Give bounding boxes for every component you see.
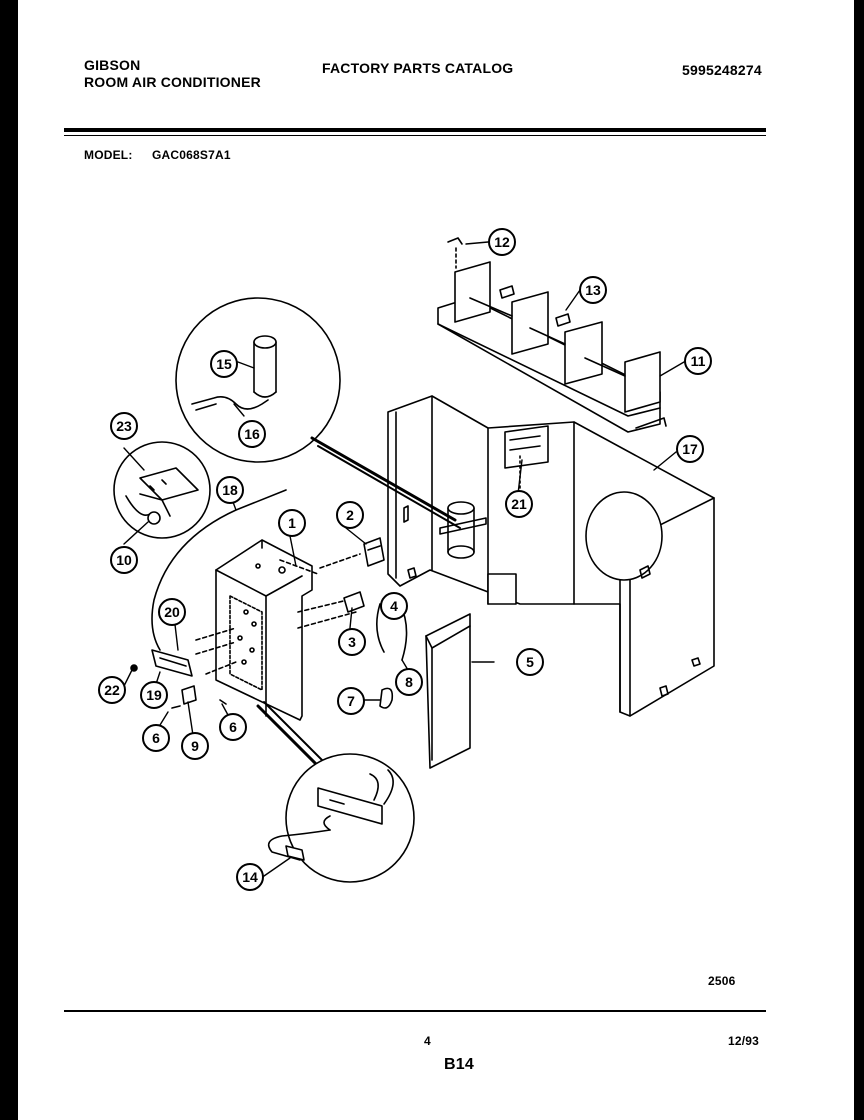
callout-12: 12 <box>488 228 516 256</box>
callout-9: 9 <box>181 732 209 760</box>
leader-line <box>310 436 457 522</box>
control-box <box>195 539 361 721</box>
cabinet-shroud <box>387 395 715 717</box>
callout-13: 13 <box>579 276 607 304</box>
screw-6 <box>171 705 181 709</box>
catalog-title: FACTORY PARTS CATALOG <box>322 60 514 76</box>
revision-date: 12/93 <box>728 1034 760 1048</box>
svg-text:4: 4 <box>390 598 398 614</box>
capacitor-clamp-detail <box>191 335 277 411</box>
svg-text:19: 19 <box>146 687 162 703</box>
figure-code: 2506 <box>708 974 736 988</box>
access-panel <box>425 613 471 769</box>
callout-6-right: 6 <box>219 713 247 741</box>
model-number: GAC068S7A1 <box>152 148 231 162</box>
callout-17: 17 <box>676 435 704 463</box>
wire-harness <box>151 489 287 651</box>
detail-circle-lower <box>285 753 415 883</box>
callout-18: 18 <box>216 476 244 504</box>
svg-text:5: 5 <box>526 654 534 670</box>
callout-21: 21 <box>505 490 533 518</box>
capacitor <box>439 501 517 605</box>
catalog-part-number: 5995248274 <box>682 62 762 78</box>
callout-3: 3 <box>338 628 366 656</box>
callout-19: 19 <box>140 681 168 709</box>
svg-text:10: 10 <box>116 552 132 568</box>
partition-bracket-assembly <box>437 237 667 433</box>
callout-23: 23 <box>110 412 138 440</box>
svg-text:17: 17 <box>682 441 698 457</box>
callout-20: 20 <box>158 598 186 626</box>
relay <box>343 591 365 613</box>
callout-15: 15 <box>210 350 238 378</box>
model-label: MODEL: <box>84 148 133 162</box>
plug-connector <box>379 687 394 709</box>
svg-text:7: 7 <box>347 693 355 709</box>
callout-22: 22 <box>98 676 126 704</box>
callout-11: 11 <box>684 347 712 375</box>
detail-circle-upper <box>175 297 341 463</box>
callout-2: 2 <box>336 501 364 529</box>
svg-text:21: 21 <box>511 496 527 512</box>
svg-text:3: 3 <box>348 634 356 650</box>
svg-text:11: 11 <box>691 353 706 369</box>
callout-1: 1 <box>278 509 306 537</box>
callout-7: 7 <box>337 687 365 715</box>
callout-14: 14 <box>236 863 264 891</box>
svg-text:18: 18 <box>222 482 238 498</box>
page-number: 4 <box>424 1034 431 1048</box>
leader-line-lower <box>256 704 322 770</box>
svg-text:23: 23 <box>116 418 132 434</box>
svg-text:20: 20 <box>164 604 180 620</box>
svg-text:2: 2 <box>346 507 354 523</box>
svg-text:9: 9 <box>191 738 199 754</box>
callout-4: 4 <box>380 592 408 620</box>
callout-10: 10 <box>110 546 138 574</box>
product-name: ROOM AIR CONDITIONER <box>84 74 261 90</box>
fastener-clip <box>181 685 197 705</box>
svg-text:8: 8 <box>405 674 413 690</box>
terminal-block <box>130 649 193 677</box>
callout-6-left: 6 <box>142 724 170 752</box>
cord-detail <box>267 769 394 861</box>
svg-text:13: 13 <box>585 282 601 298</box>
svg-text:15: 15 <box>216 356 232 372</box>
wire-lead-4 <box>376 603 385 653</box>
header-rule-thin <box>64 135 766 136</box>
callout-5: 5 <box>516 648 544 676</box>
header-rule <box>64 128 766 132</box>
svg-text:1: 1 <box>288 515 296 531</box>
brand-name: GIBSON <box>84 57 141 73</box>
footer-rule <box>64 1010 766 1012</box>
svg-text:6: 6 <box>152 730 160 746</box>
svg-text:16: 16 <box>244 426 260 442</box>
callout-8: 8 <box>395 668 423 696</box>
section-code: B14 <box>444 1056 474 1073</box>
svg-text:14: 14 <box>242 869 258 885</box>
callout-16: 16 <box>238 420 266 448</box>
rotary-switch <box>363 537 385 567</box>
svg-text:22: 22 <box>104 682 120 698</box>
switch-bracket-detail <box>125 467 199 525</box>
svg-text:12: 12 <box>494 234 510 250</box>
callout-bubbles: 1 2 3 4 5 6 6 7 8 9 10 11 12 13 14 15 16… <box>98 228 712 891</box>
svg-text:6: 6 <box>229 719 237 735</box>
